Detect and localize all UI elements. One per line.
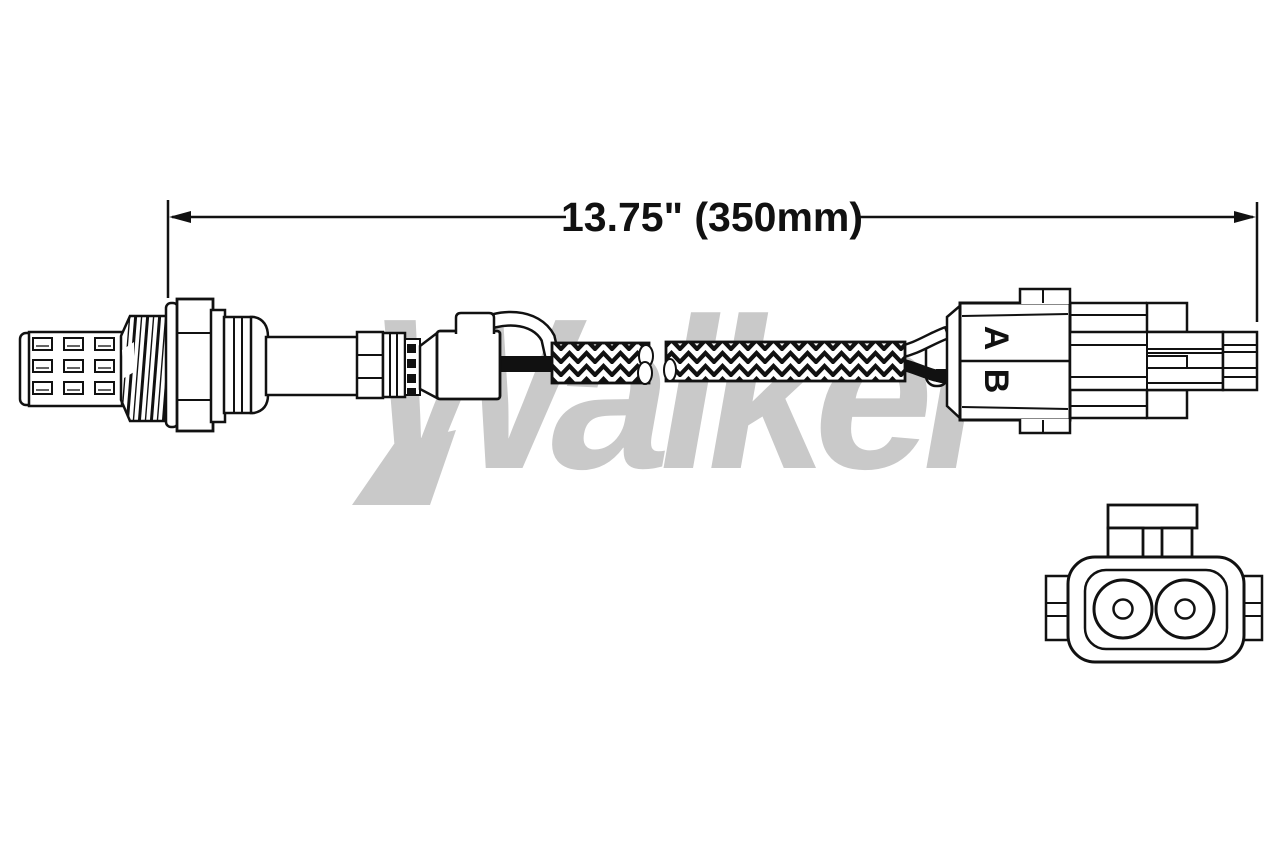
connector-bottom-tab xyxy=(1018,419,1072,435)
braided-sleeve-1 xyxy=(550,341,654,385)
face-ear-left xyxy=(1044,574,1072,642)
braid-2 xyxy=(664,340,907,383)
hex-nut xyxy=(175,297,215,433)
vent-holes xyxy=(407,344,416,396)
face-pin-1 xyxy=(1112,598,1134,620)
neck-block-top xyxy=(1145,301,1189,334)
face-pin-2 xyxy=(1174,598,1196,620)
rubber-boot xyxy=(435,329,502,401)
boot-top-tab xyxy=(454,311,496,334)
pin-b-label: B xyxy=(977,369,1015,394)
connector-inner-bottom xyxy=(961,406,1069,410)
pin-a-label: A xyxy=(977,326,1015,351)
pin-tips xyxy=(1221,330,1259,392)
crimp-collar xyxy=(381,331,407,399)
sensor-body xyxy=(18,297,560,433)
arrowhead-right-icon xyxy=(1234,211,1256,223)
dimension-label: 13.75" (350mm) xyxy=(561,194,863,240)
braided-sleeve-2 xyxy=(663,340,907,383)
connector-face-view xyxy=(1044,503,1264,664)
sensor-shell-cylinder xyxy=(264,335,362,397)
braid-1 xyxy=(550,341,651,385)
neck-block-bottom xyxy=(1145,388,1189,420)
walker-swoosh xyxy=(352,430,456,505)
connector-side-view: A B xyxy=(945,287,1259,435)
thread-highlight xyxy=(122,342,134,378)
pin-housing-key xyxy=(1146,355,1188,369)
boot-flare xyxy=(418,330,439,401)
black-lead-wire xyxy=(496,356,554,372)
braid-1-end-lower xyxy=(637,361,653,385)
face-lock-tab xyxy=(1106,503,1199,560)
arrowhead-left-icon xyxy=(169,211,191,223)
crimp-ring-block xyxy=(222,315,254,415)
connector-inner-top xyxy=(961,313,1069,317)
shell-clamp xyxy=(355,330,385,400)
sensor-tip-louvers xyxy=(32,337,115,395)
connector-top-tab xyxy=(1018,287,1072,304)
braid-2-end-lower xyxy=(663,358,677,382)
dimension-callout: 13.75" (350mm) xyxy=(166,194,1259,322)
